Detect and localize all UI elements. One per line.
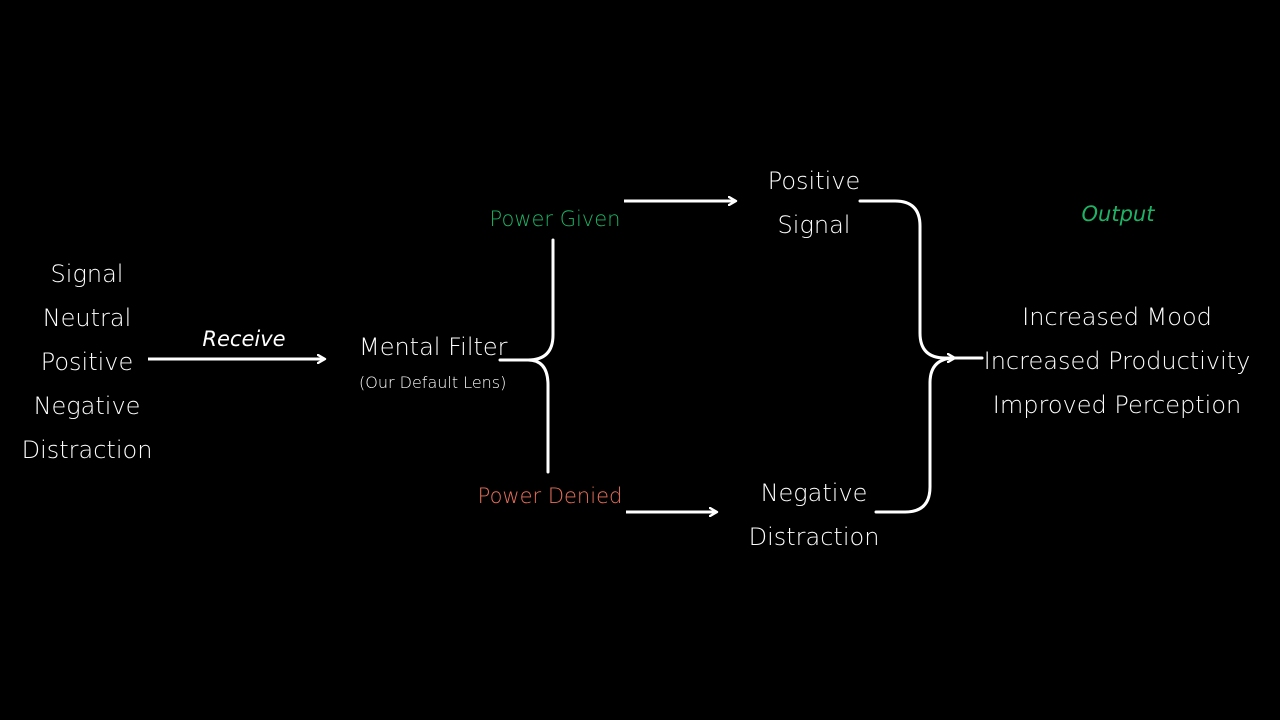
input-item: Neutral xyxy=(42,304,132,332)
receive-label: Receive xyxy=(202,327,286,351)
merge-brace xyxy=(858,199,984,514)
input-item: Positive xyxy=(40,348,134,376)
output-item: Increased Productivity xyxy=(983,347,1251,375)
output-item: Increased Mood xyxy=(1022,303,1212,331)
output-list: Increased Mood Increased Productivity Im… xyxy=(984,303,1251,435)
filter-brace xyxy=(498,238,555,474)
negative-result-line2: Distraction xyxy=(748,523,880,551)
input-item: Signal xyxy=(50,260,124,288)
positive-result-line1: Positive xyxy=(767,167,861,195)
power-denied-label: Power Denied xyxy=(477,484,623,508)
output-item: Improved Perception xyxy=(992,391,1242,419)
input-item: Negative xyxy=(33,392,141,420)
input-list: Signal Neutral Positive Negative Distrac… xyxy=(22,260,153,480)
filter-subtitle: (Our Default Lens) xyxy=(359,373,507,392)
power-given-label: Power Given xyxy=(489,207,621,231)
positive-result-line2: Signal xyxy=(777,211,851,239)
input-item: Distraction xyxy=(21,436,153,464)
negative-result-line1: Negative xyxy=(760,479,868,507)
filter-title: Mental Filter xyxy=(359,333,508,361)
output-label: Output xyxy=(1081,202,1155,226)
